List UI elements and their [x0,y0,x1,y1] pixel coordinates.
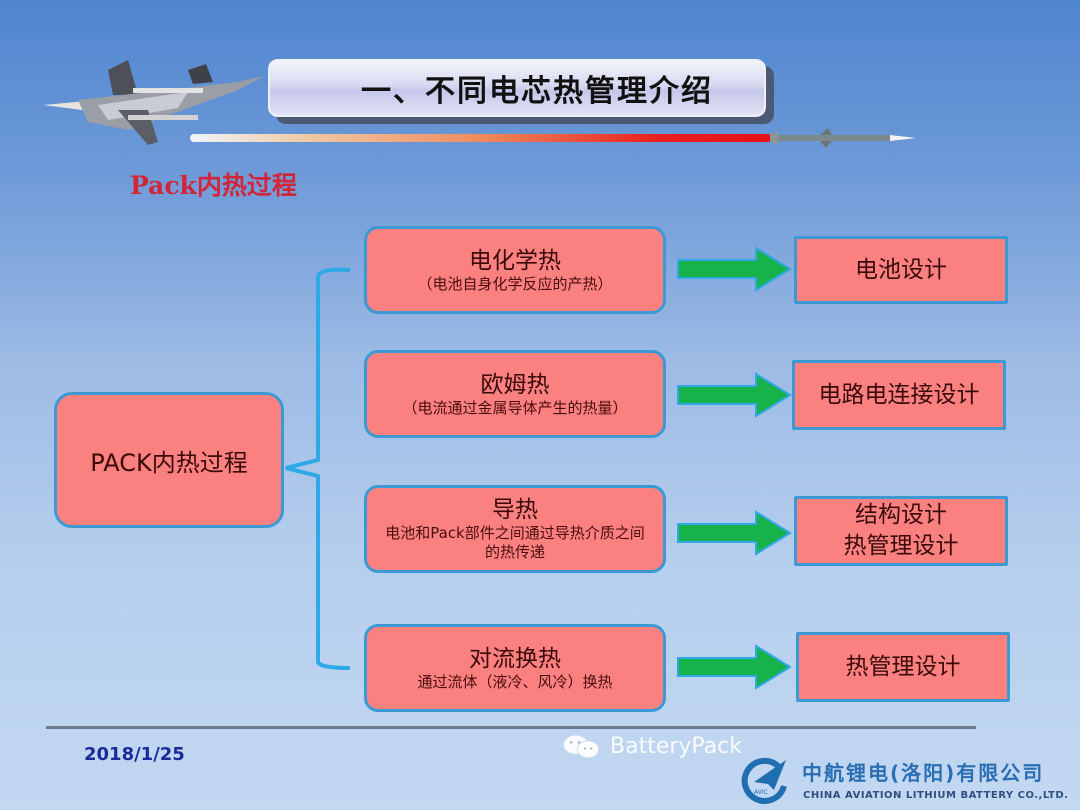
outcome-line: 热管理设计 [843,533,959,559]
branch-node: 对流换热 通过流体（液冷、风冷）换热 [364,624,666,712]
slide-subtitle: Pack内热过程 [130,171,297,200]
branch-detail: 通过流体（液冷、风冷）换热 [417,672,613,691]
bracket-connector [285,267,351,670]
root-node-label: PACK内热过程 [90,448,248,477]
slide-title: 一、不同电芯热管理介绍 [361,74,713,109]
title-banner: 一、不同电芯热管理介绍 [268,59,766,117]
wechat-icon [563,735,600,759]
branch-detail: 电池和Pack部件之间通过导热介质之间的热传递 [385,524,645,561]
right-arrow-icon [677,644,792,690]
company-name-en: CHINA AVIATION LITHIUM BATTERY CO.,LTD. [803,790,1069,801]
branch-heading: 导热 [492,497,538,523]
watermark-text: BatteryPack [610,734,743,759]
branch-heading: 电化学热 [469,247,561,274]
slide-date: 2018/1/25 [84,744,185,765]
outcome-box: 热管理设计 [796,632,1010,702]
watermark: BatteryPack [560,734,742,760]
branch-node: 欧姆热 （电流通过金属导体产生的热量） [364,350,666,438]
missile-icon [770,128,916,148]
outcome-box: 结构设计 热管理设计 [794,496,1008,566]
footer-divider [46,726,976,729]
branch-detail: （电流通过金属导体产生的热量） [402,398,628,417]
outcome-line: 热管理设计 [845,653,961,680]
right-arrow-icon [677,372,792,418]
outcome-box: 电路电连接设计 [792,360,1006,430]
branch-node: 电化学热 （电池自身化学反应的产热） [364,226,666,314]
branch-heading: 欧姆热 [480,371,550,398]
outcome-line: 电池设计 [855,256,947,283]
outcome-line: 电路电连接设计 [818,381,980,408]
root-node: PACK内热过程 [54,392,284,528]
branch-node: 导热 电池和Pack部件之间通过导热介质之间的热传递 [364,485,666,573]
right-arrow-icon [677,246,792,292]
outcome-box: 电池设计 [794,236,1008,304]
branch-detail: （电池自身化学反应的产热） [417,274,613,293]
company-name-cn: 中航锂电(洛阳)有限公司 [802,761,1045,785]
missile-trail [190,134,772,142]
outcome-line: 结构设计 [855,502,947,528]
fighter-jet-icon [43,60,264,145]
right-arrow-icon [677,510,792,556]
avic-logo-icon: AVIC [741,757,787,804]
branch-heading: 对流换热 [469,645,561,672]
logo-text: AVIC [754,789,768,796]
